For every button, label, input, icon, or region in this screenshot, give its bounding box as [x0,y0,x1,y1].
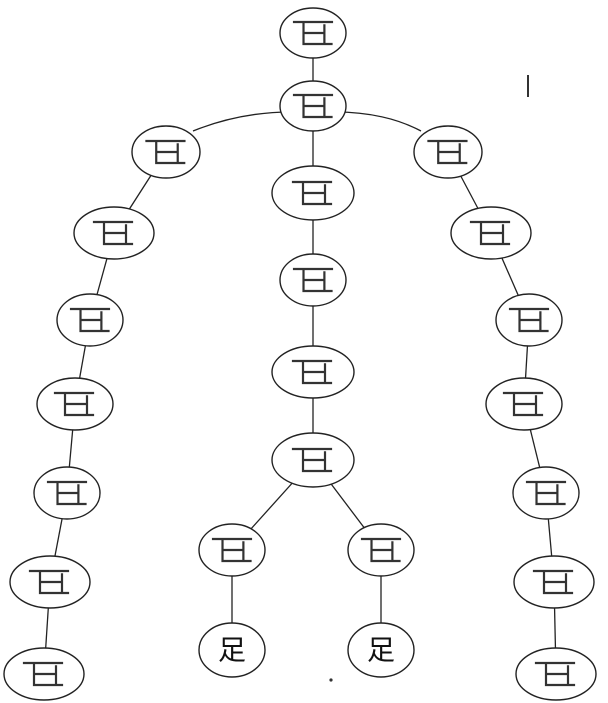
illegible-glyph [46,480,88,506]
node-ellipse-right-foot [347,622,415,678]
node-left-upper-arm [73,206,155,260]
illegible-glyph [291,359,335,385]
node-hip [271,432,355,488]
illegible-glyph [291,180,335,206]
illegible-glyph [469,220,513,246]
node-right-shoulder [413,125,483,179]
node-right-knee [347,523,415,577]
illegible-glyph [292,20,334,46]
illegible-glyph [28,569,72,595]
node-left-hand [9,555,91,609]
node-label-left-foot: 足 [218,634,246,667]
illegible-glyph [502,391,546,417]
node-ellipse-left-foot [198,622,266,678]
illegible-glyph [211,537,253,563]
node-right-wrist [512,466,580,520]
edge-neck-to-right-shoulder [334,111,422,132]
illegible-glyph [532,569,576,595]
node-left-knee [198,523,266,577]
node-left-forearm [36,377,114,431]
node-waist [271,345,355,399]
illegible-glyph [525,480,567,506]
node-right-elbow [495,293,563,347]
nodes-layer: 足足 [3,7,597,701]
illegible-glyph [92,220,136,246]
node-right-foot: 足 [347,622,415,678]
edge-neck-to-left-shoulder [192,111,292,132]
illegible-glyph [145,139,187,165]
node-left-elbow [56,293,124,347]
node-left-fingers [3,647,85,701]
node-right-upper-arm [450,206,532,260]
illegible-glyph [292,93,334,119]
illegible-glyph [534,661,578,687]
illegible-glyph [291,447,335,473]
node-left-shoulder [131,125,201,179]
node-left-foot: 足 [198,622,266,678]
illegible-glyph [53,391,97,417]
illegible-glyph [292,267,334,293]
node-neck [279,80,347,132]
node-chest [271,165,355,221]
illegible-glyph [508,307,550,333]
node-right-fingers [515,647,597,701]
node-right-hand [513,555,595,609]
illegible-glyph [427,139,469,165]
node-right-forearm [485,377,563,431]
node-left-wrist [33,466,101,520]
illegible-glyph [69,307,111,333]
node-spine [279,253,347,307]
illegible-glyph [22,661,66,687]
node-label-right-foot: 足 [367,634,395,667]
stray-dot [329,678,333,682]
node-head [279,7,347,59]
illegible-glyph [360,537,402,563]
